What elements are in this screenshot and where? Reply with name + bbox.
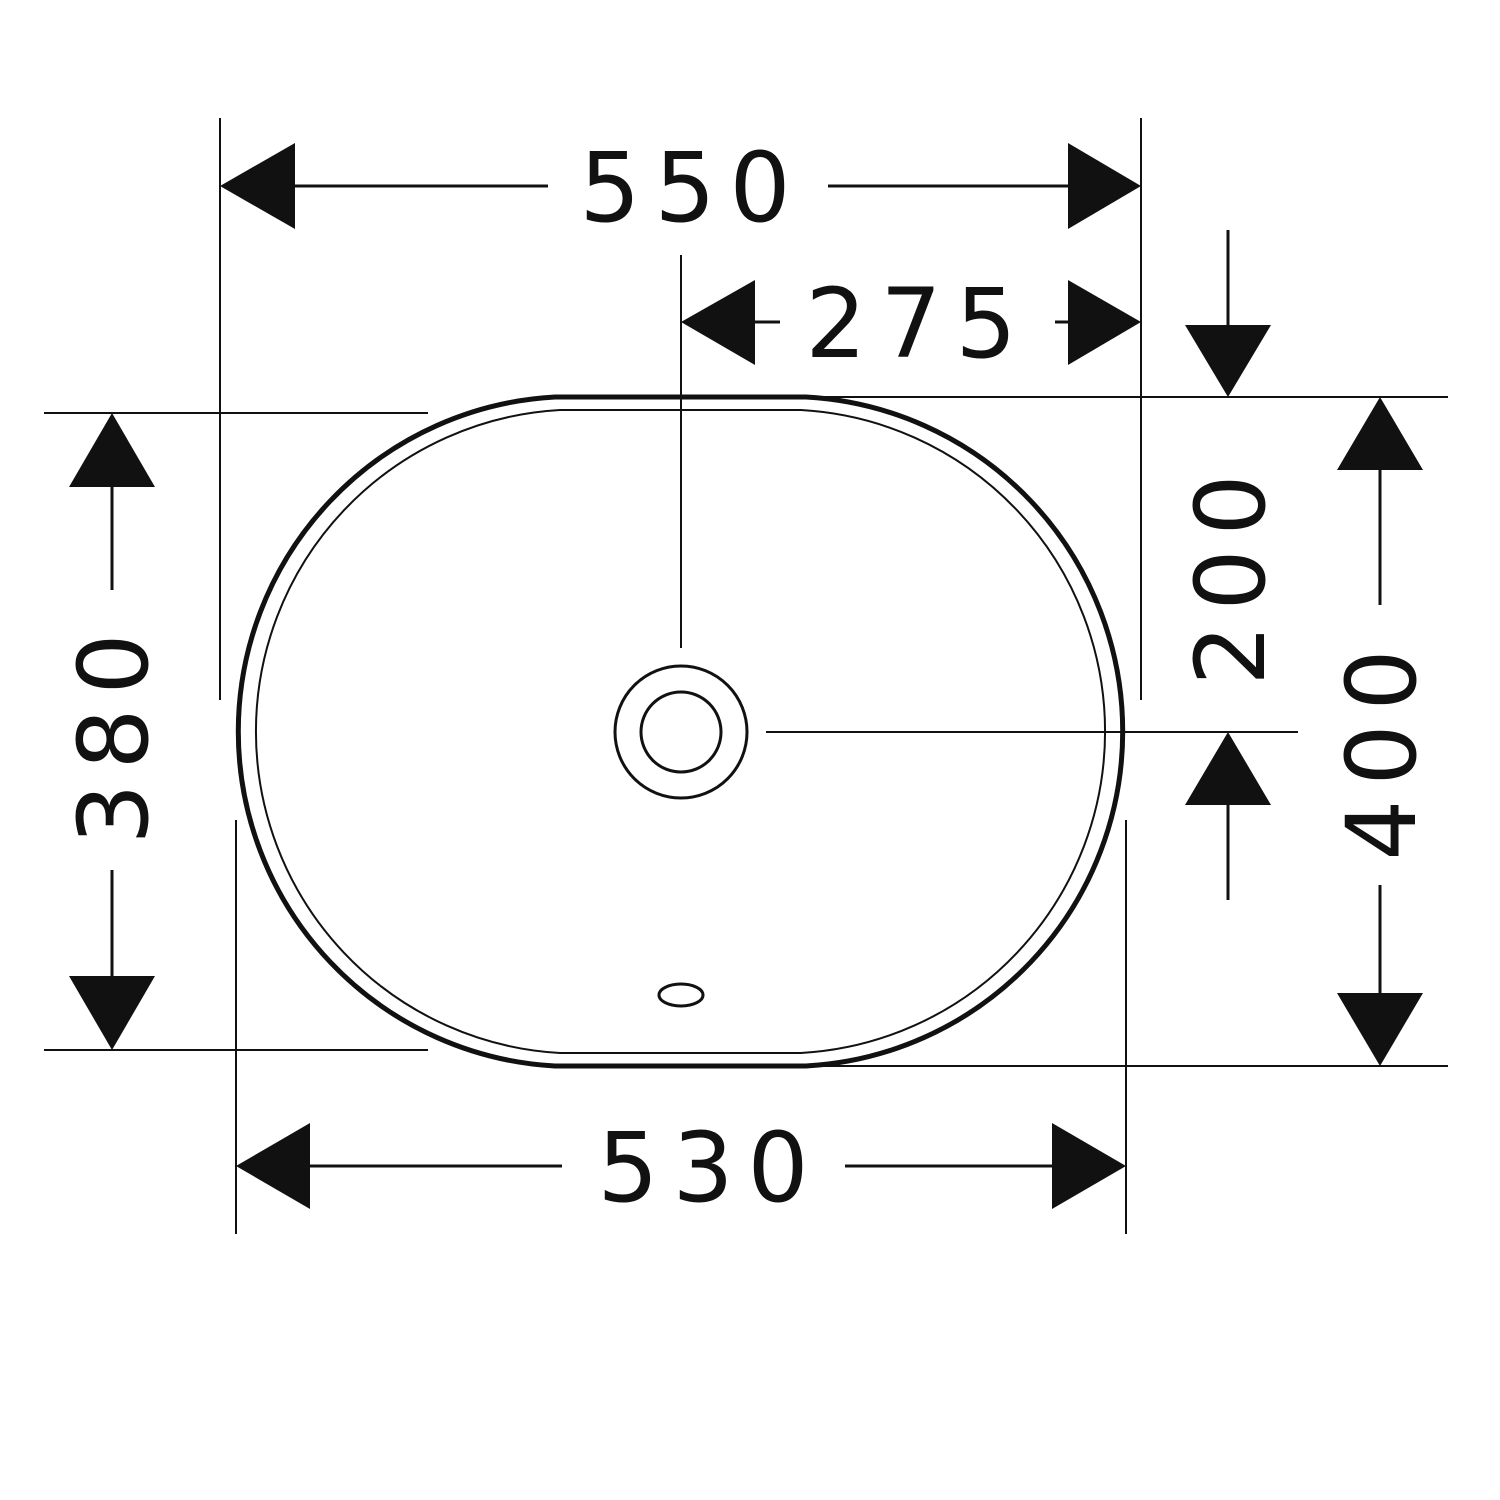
dimension-200: 200 xyxy=(1175,230,1287,900)
arrow-right xyxy=(1052,1123,1126,1209)
arrow-right xyxy=(1068,280,1141,365)
arrow-up xyxy=(69,413,155,487)
arrow-down xyxy=(1337,993,1423,1066)
dimension-530: 530 xyxy=(236,1112,1126,1224)
arrow-down xyxy=(1185,325,1271,397)
arrow-right xyxy=(1068,143,1141,229)
dimension-400: 400 xyxy=(1326,397,1438,1066)
basin-outer-rim xyxy=(235,394,1126,1069)
dim-label-550: 550 xyxy=(579,132,804,244)
dim-label-200: 200 xyxy=(1175,460,1287,685)
extension-lines xyxy=(44,118,1448,1234)
dim-label-380: 380 xyxy=(58,619,170,844)
arrow-up xyxy=(1337,397,1423,470)
basin-outline xyxy=(235,394,1126,1069)
arrow-down xyxy=(69,976,155,1050)
arrow-left xyxy=(681,280,755,365)
dim-label-275: 275 xyxy=(805,268,1030,380)
dim-label-400: 400 xyxy=(1326,635,1438,860)
dim-label-530: 530 xyxy=(597,1112,822,1224)
drain-outer-ring xyxy=(613,664,749,800)
arrow-left xyxy=(220,143,295,229)
overflow-hole xyxy=(657,982,705,1008)
arrow-left xyxy=(236,1123,310,1209)
arrow-up xyxy=(1185,732,1271,805)
drain xyxy=(613,664,749,800)
drain-inner-ring xyxy=(639,690,723,774)
dimension-275: 275 xyxy=(681,268,1141,380)
basin-inner-rim xyxy=(254,409,1107,1054)
dimension-550: 550 xyxy=(220,132,1141,244)
dimension-380: 380 xyxy=(58,413,170,1050)
